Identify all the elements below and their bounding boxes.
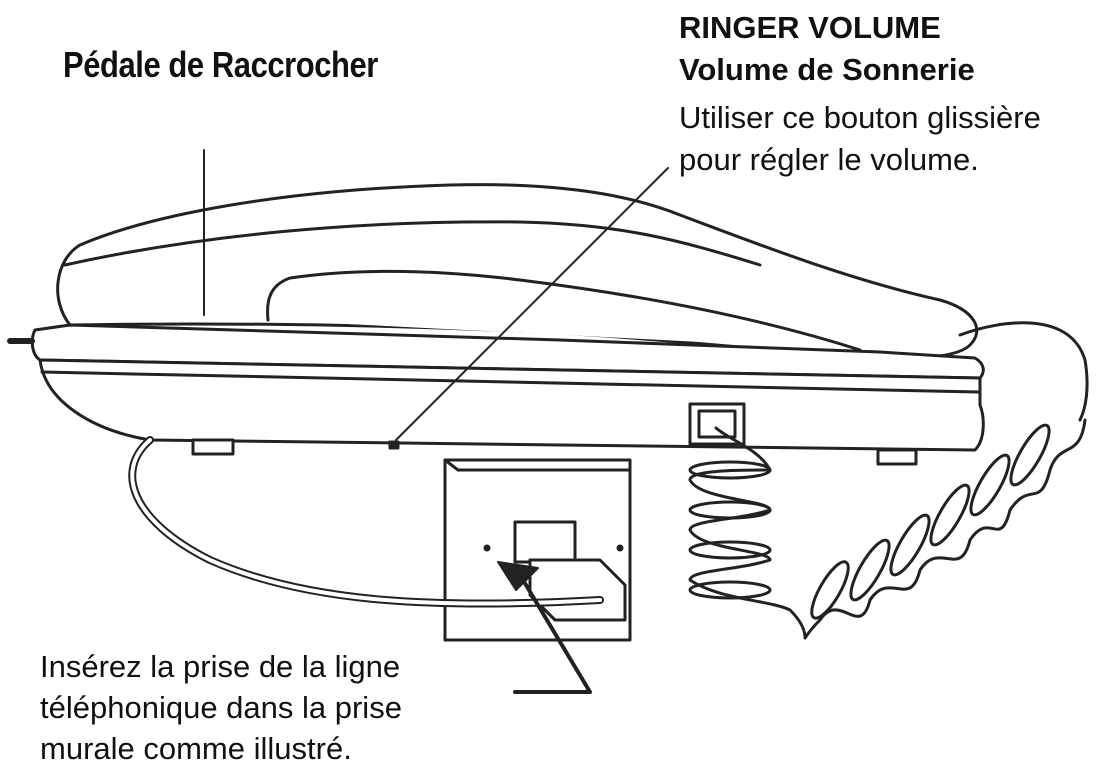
hook-switch-label: Pédale de Raccrocher <box>63 44 378 85</box>
ringer-description-line2: pour régler le volume. <box>679 142 979 177</box>
jack-instruction-line1: Insérez la prise de la ligne <box>40 649 401 684</box>
wall-jack <box>443 458 632 642</box>
jack-arrow <box>497 561 592 694</box>
handset <box>56 183 979 360</box>
ringer-description-line1: Utiliser ce bouton glissière <box>679 100 1041 135</box>
ringer-volume-title-en: RINGER VOLUME <box>679 10 941 45</box>
base-unit <box>7 149 985 466</box>
ringer-leader-line <box>395 167 669 441</box>
coiled-handset-cord <box>688 321 1089 640</box>
foot-left <box>191 438 235 456</box>
ringer-switch <box>388 440 400 450</box>
ringer-volume-title-fr: Volume de Sonnerie <box>679 52 975 87</box>
handset-cord-socket <box>688 402 746 446</box>
foot-right <box>876 448 918 466</box>
jack-instruction-line2: téléphonique dans la prise <box>40 690 402 725</box>
jack-instruction-line3: murale comme illustré. <box>40 731 352 766</box>
